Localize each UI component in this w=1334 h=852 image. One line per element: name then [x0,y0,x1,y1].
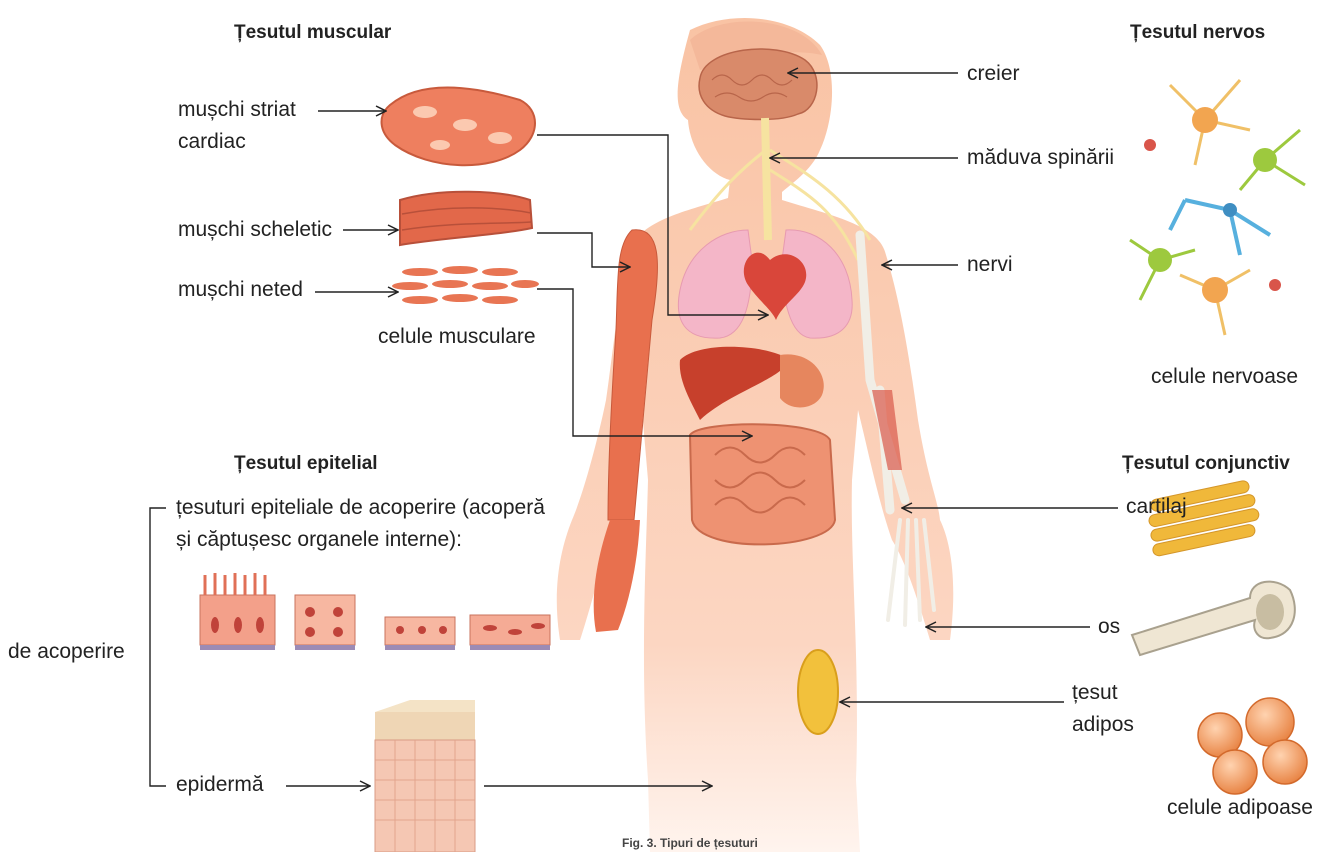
fat-cells-sample [1198,698,1307,794]
label-adipose-line2: adipos [1072,713,1134,737]
epithelial-bracket [150,508,166,786]
nerve-cells-sample [1130,80,1305,335]
label-cartilage: cartilaj [1126,495,1187,519]
caption-fat-cells: celule adipoase [1167,796,1313,820]
spinal-cord [765,118,768,240]
heading-nervous-tissue: Țesutul nervos [1130,22,1265,44]
label-striated-muscle: mușchi striat [178,98,296,122]
flat-epithelium [470,615,550,650]
label-spinal-cord: măduva spinării [967,146,1114,170]
bone-sample [1132,582,1295,655]
label-epidermis: epidermă [176,773,264,797]
label-brain: creier [967,62,1020,86]
heading-muscle-tissue: Țesutul muscular [234,22,391,44]
fat-tissue [798,650,838,734]
squamous-epithelium [385,617,455,650]
label-covering-group: de acoperire [8,640,125,664]
label-bone: os [1098,615,1120,639]
skeletal-muscle-sample [400,192,532,245]
smooth-muscle-sample [392,266,539,304]
label-adipose-line1: țesut [1072,681,1118,705]
figure-caption: Fig. 3. Tipuri de țesuturi [622,836,758,850]
label-smooth-muscle: mușchi neted [178,278,303,302]
heading-connective-tissue: Țesutul conjunctiv [1122,453,1290,475]
human-body-figure [557,18,953,852]
brain [699,49,817,120]
label-covering-epithelia: țesuturi epiteliale de acoperire (acoper… [176,492,556,556]
epidermis-sample [375,700,475,852]
label-cardiac: cardiac [178,130,246,154]
label-nerves: nervi [967,253,1013,277]
intestines [690,424,835,544]
caption-nerve-cells: celule nervoase [1151,365,1298,389]
cuboidal-epithelium [295,595,355,650]
cardiac-muscle-sample [382,88,535,166]
columnar-epithelium [200,573,275,650]
epithelium-samples [200,573,550,650]
label-skeletal-muscle: mușchi scheletic [178,218,332,242]
heading-epithelial-tissue: Țesutul epitelial [234,453,378,475]
label-muscle-cells: celule musculare [378,325,536,349]
